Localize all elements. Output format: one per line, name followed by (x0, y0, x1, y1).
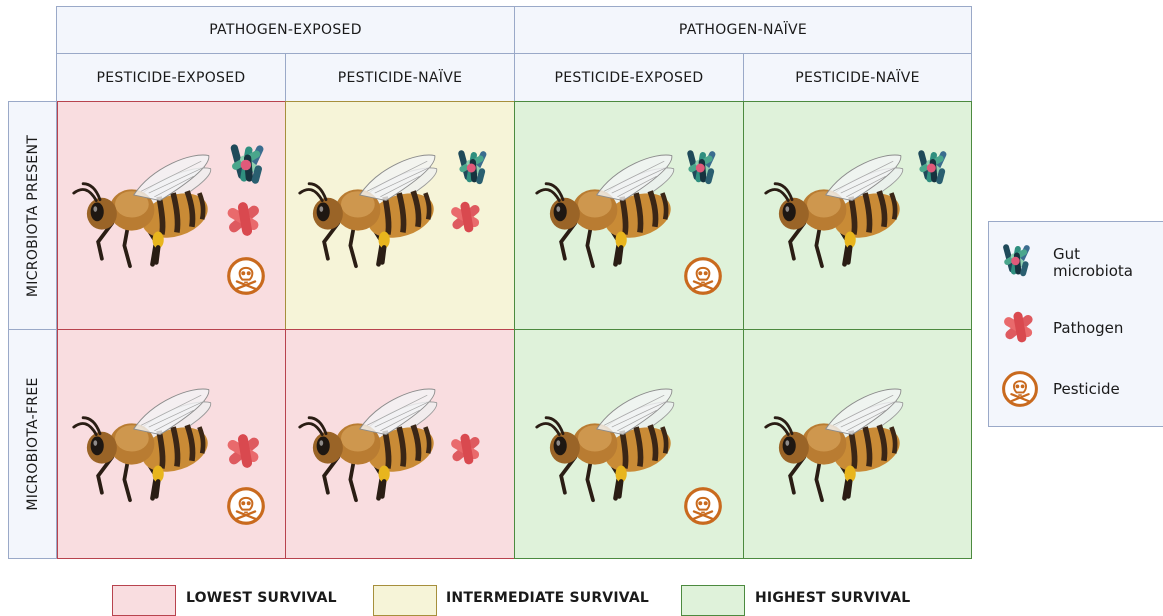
pathogen-icon (999, 308, 1039, 348)
cell-free-pathnaive-pestnaive (743, 329, 972, 559)
pesticide-skull-icon (683, 486, 723, 526)
legend-label-gut-microbiota: Gut microbiota (1053, 246, 1133, 280)
cell-present-pathexp-pestexp (57, 101, 286, 330)
row-header-microbiota-free: MICROBIOTA-FREE (8, 329, 57, 559)
row-header-label: MICROBIOTA PRESENT (25, 134, 41, 296)
gut-microbiota-icon (456, 148, 492, 188)
pathogen-icon (222, 430, 266, 474)
bee-icon (762, 382, 912, 504)
gut-microbiota-icon (916, 148, 952, 188)
gut-microbiota-icon (228, 142, 270, 188)
bee-icon (296, 148, 446, 270)
bee-icon (70, 148, 220, 270)
header-pesticide-naive-2: PESTICIDE-NAÏVE (743, 53, 972, 102)
pathogen-icon (222, 198, 266, 242)
key-swatch-intermediate (373, 585, 437, 616)
key-label-highest: HIGHEST SURVIVAL (755, 590, 910, 606)
icon-legend: Gut microbiota Pathogen Pesticide (988, 221, 1163, 427)
header-pesticide-naive-1: PESTICIDE-NAÏVE (285, 53, 515, 102)
key-label-lowest: LOWEST SURVIVAL (186, 590, 337, 606)
cell-present-pathnaive-pestnaive (743, 101, 972, 330)
cell-free-pathnaive-pestexp (514, 329, 744, 559)
cell-present-pathnaive-pestexp (514, 101, 744, 330)
pesticide-skull-icon (1001, 370, 1039, 408)
key-label-intermediate: INTERMEDIATE SURVIVAL (446, 590, 649, 606)
cell-free-pathexp-pestnaive (285, 329, 515, 559)
row-header-label: MICROBIOTA-FREE (25, 377, 41, 510)
key-swatch-highest (681, 585, 745, 616)
cell-present-pathexp-pestnaive (285, 101, 515, 330)
header-pesticide-exposed-1: PESTICIDE-EXPOSED (56, 53, 286, 102)
header-pathogen-naive: PATHOGEN-NAÏVE (514, 6, 972, 54)
pesticide-skull-icon (683, 256, 723, 296)
pesticide-skull-icon (226, 256, 266, 296)
legend-label-pathogen: Pathogen (1053, 320, 1123, 337)
header-pathogen-exposed: PATHOGEN-EXPOSED (56, 6, 515, 54)
cell-free-pathexp-pestexp (57, 329, 286, 559)
header-pesticide-exposed-2: PESTICIDE-EXPOSED (514, 53, 744, 102)
bee-icon (70, 382, 220, 504)
bee-icon (533, 148, 683, 270)
gut-microbiota-icon (685, 148, 721, 188)
gut-microbiota-icon (1001, 242, 1035, 280)
pathogen-icon (446, 430, 486, 470)
bee-icon (762, 148, 912, 270)
bee-icon (296, 382, 446, 504)
legend-label-pesticide: Pesticide (1053, 381, 1120, 398)
bee-icon (533, 382, 683, 504)
row-header-microbiota-present: MICROBIOTA PRESENT (8, 101, 57, 330)
key-swatch-lowest (112, 585, 176, 616)
pathogen-icon (446, 198, 486, 238)
pesticide-skull-icon (226, 486, 266, 526)
